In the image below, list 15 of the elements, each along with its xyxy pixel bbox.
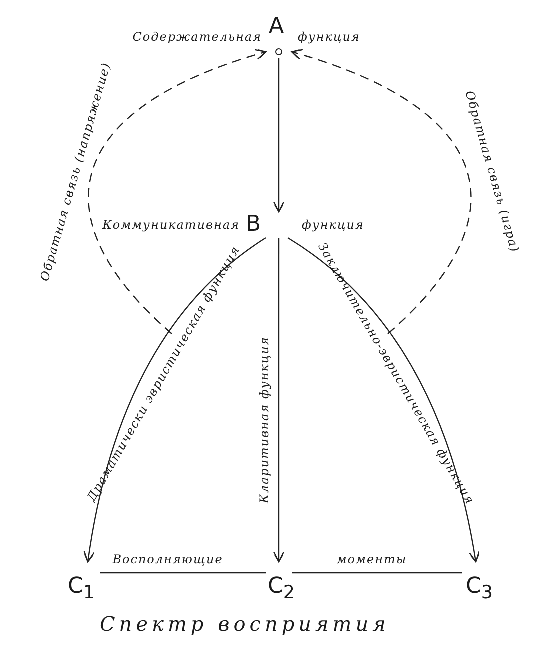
function-label: Коммуникативная [102, 218, 240, 233]
function-label: Содержательная [132, 30, 262, 45]
edge-label: Восполняющие [112, 552, 224, 568]
point-label: B [246, 214, 262, 236]
edge-label: Кларитивная функция [258, 336, 272, 504]
line [100, 572, 266, 574]
point-label: C$_{3}$ [466, 576, 494, 604]
function-label: функция [298, 30, 360, 45]
line [292, 572, 462, 574]
point-label: A [269, 16, 284, 38]
function-label: функция [302, 218, 364, 233]
point-label: C$_{1}$ [68, 576, 96, 604]
edge-label: моменты [336, 552, 408, 568]
caption: Спектр восприятия [100, 612, 390, 636]
point-label: C$_{2}$ [268, 576, 296, 604]
